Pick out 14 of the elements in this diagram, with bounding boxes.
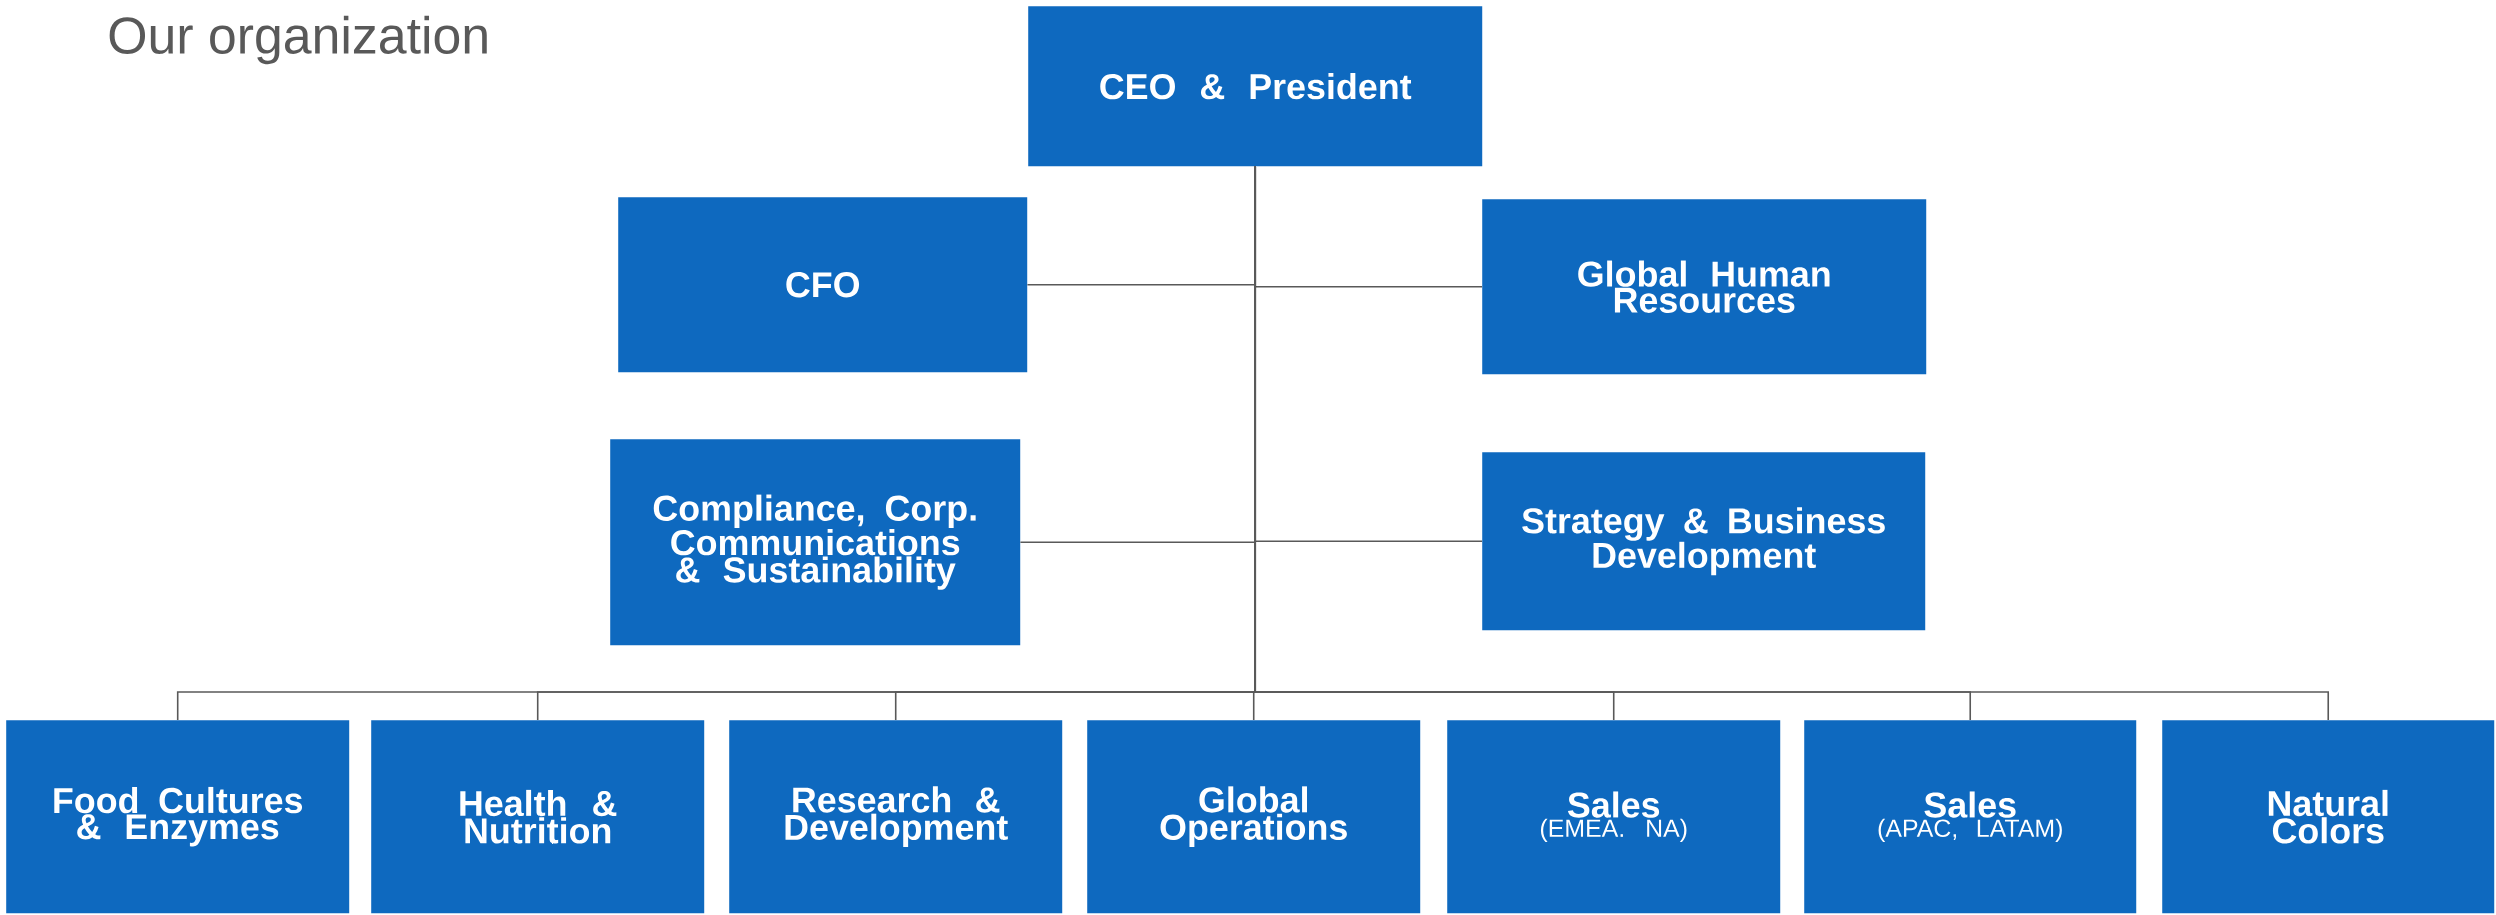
org-box: Food Cultures & Enzymes	[6, 720, 350, 914]
title: Our organization	[109, 15, 487, 65]
org-box: Sales (APAC, LATAM)	[1804, 720, 2137, 914]
org-box: Research & Development	[729, 720, 1063, 914]
org-box: Sales (EMEA. NA)	[1447, 720, 1781, 914]
org-box: Global Operations	[1087, 720, 1421, 914]
org-box: Health & Nutrition	[371, 720, 705, 914]
connector-line	[1254, 165, 2330, 721]
org-box: Compliance, Corp. Communications & Sustainability	[610, 439, 1021, 646]
org-box: Natural Colors	[2162, 720, 2495, 914]
org-box: Strategy & Business Development	[1482, 452, 1926, 631]
org-box: CEO & President	[1028, 6, 1483, 167]
org-box: CFO	[618, 197, 1028, 373]
org-box: Global Human Resources	[1482, 199, 1927, 375]
